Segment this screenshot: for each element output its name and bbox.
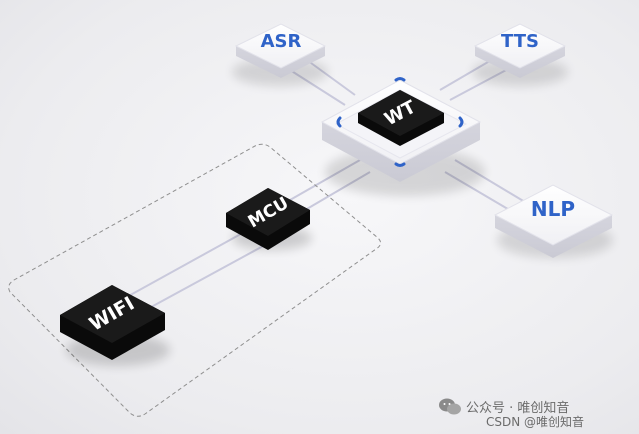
asr-module: ASR [232, 24, 328, 86]
wechat-icon [438, 397, 462, 417]
nlp-label: NLP [531, 197, 575, 221]
watermark-source: CSDN @唯创知音 [486, 413, 584, 430]
tts-label: TTS [501, 31, 539, 52]
wt-hub: WT [322, 79, 485, 197]
tts-module: TTS [472, 24, 568, 86]
wifi-chip: WIFI [60, 285, 170, 366]
mcu-chip: MCU [226, 188, 312, 250]
device-group-outline [9, 144, 381, 416]
asr-label: ASR [261, 31, 302, 52]
nlp-module: NLP [495, 185, 613, 258]
